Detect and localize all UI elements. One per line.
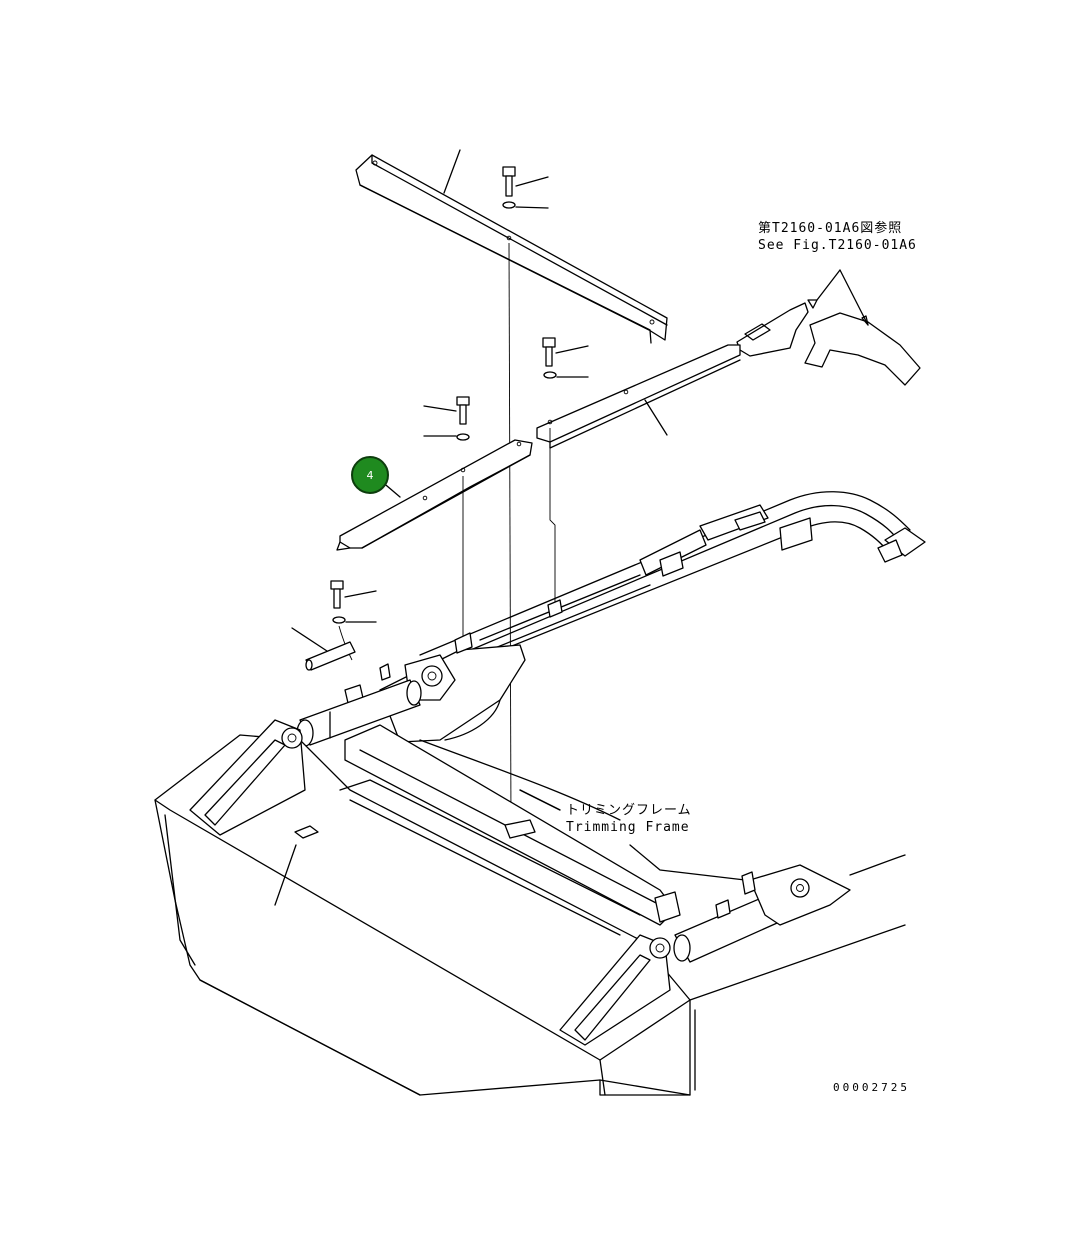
bucket-left-arm	[189, 719, 306, 836]
bucket-right-arm	[559, 934, 671, 1046]
cylinder-right	[629, 844, 851, 963]
frame-label-en: Trimming Frame	[566, 820, 690, 835]
bolt-lower-left	[291, 580, 377, 671]
bolt-left-cover	[423, 396, 470, 640]
part-callout-number: 4	[366, 468, 374, 482]
drawing-number: 00002725	[833, 1081, 910, 1094]
frame-outline-right	[419, 739, 906, 1096]
bolt-top-center	[502, 166, 549, 826]
reference-note-en: See Fig.T2160-01A6	[758, 238, 917, 253]
part-4-cover	[336, 439, 533, 551]
bucket-body	[154, 734, 691, 1096]
hydraulic-tubes	[419, 491, 926, 676]
frame-label-jp: トリミングフレーム	[566, 803, 692, 818]
part-callout-4[interactable]: 4	[351, 456, 389, 494]
frame-label-leader	[519, 789, 561, 811]
upper-cross-bar	[355, 149, 668, 344]
cover-bar-right	[536, 344, 741, 449]
reference-note-jp: 第T2160-01A6図参照	[758, 221, 903, 236]
boom-arm	[344, 599, 563, 743]
bolt-right-cover	[542, 337, 589, 610]
cover-parts-right	[736, 269, 921, 386]
